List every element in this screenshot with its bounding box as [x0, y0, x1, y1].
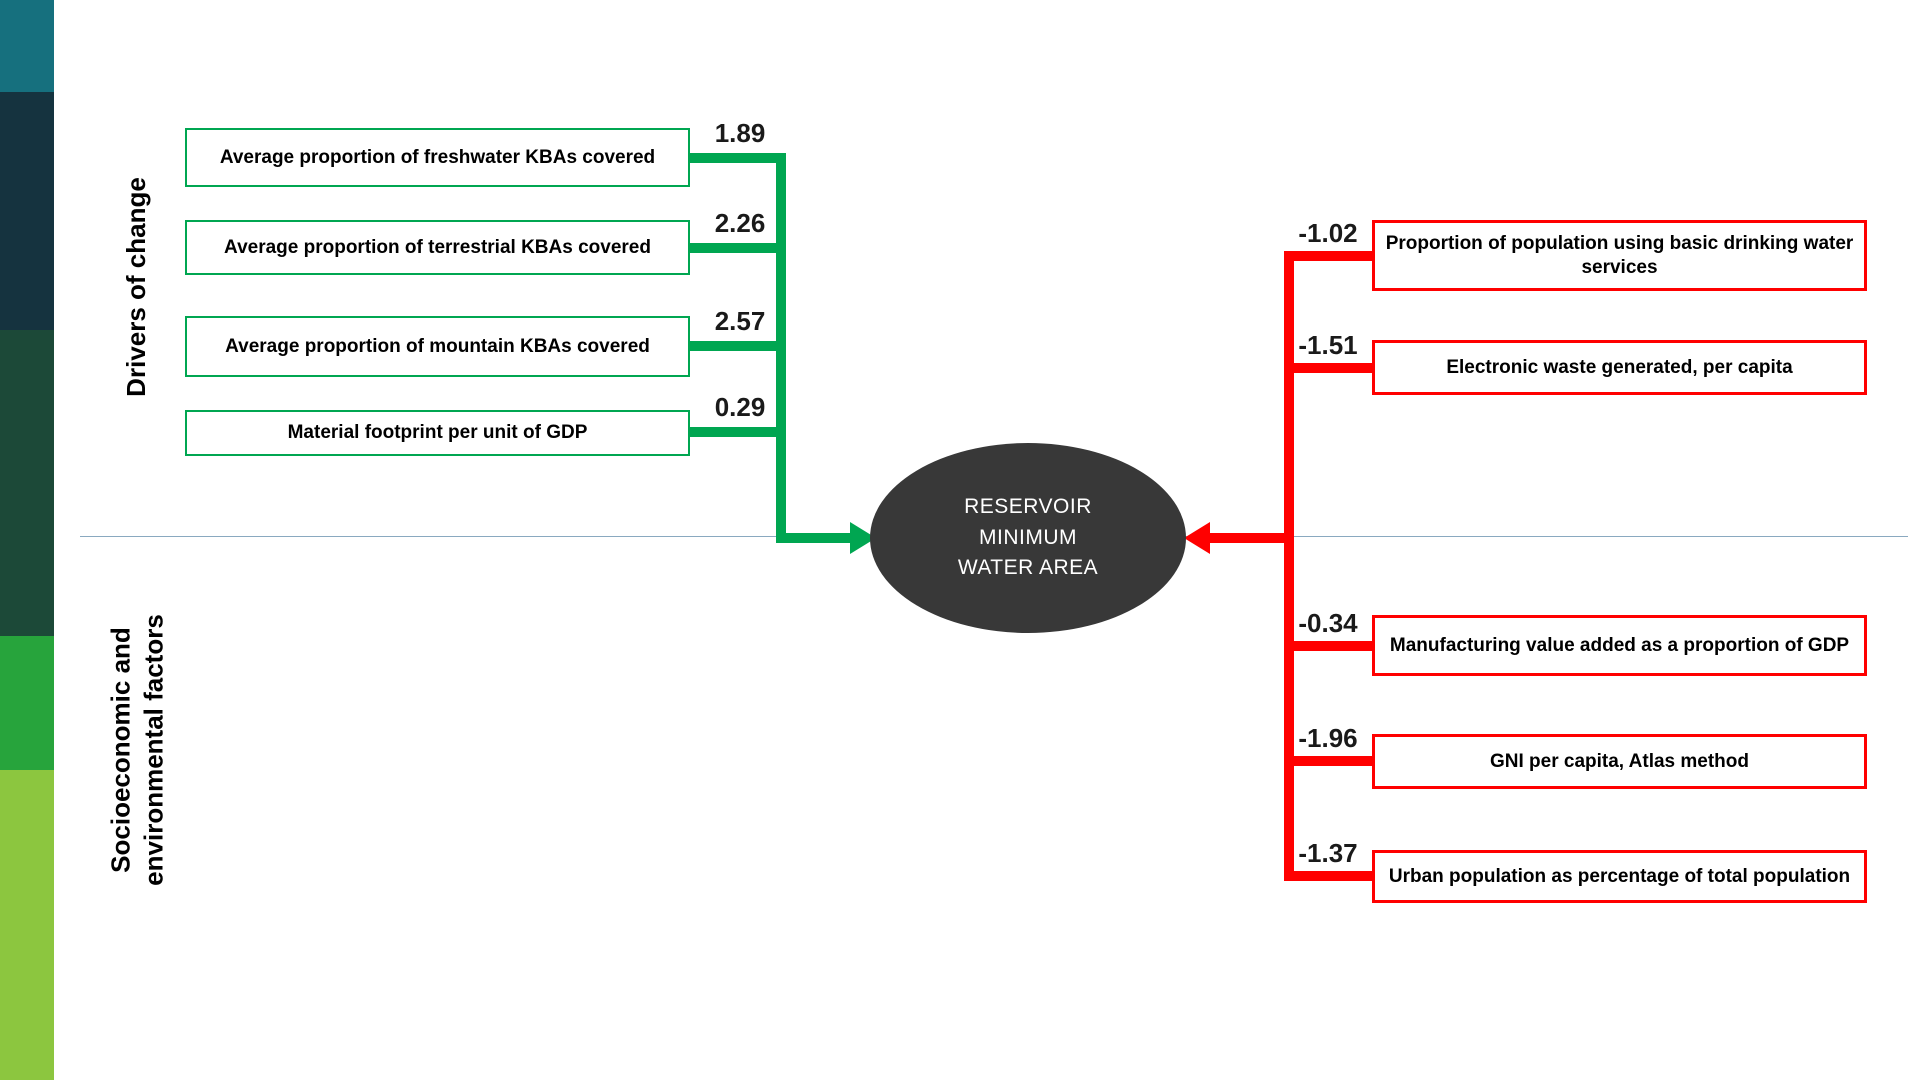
factor-box-basic-drinking-water: Proportion of population using basic dri… — [1372, 220, 1867, 291]
factor-box-manufacturing-value: Manufacturing value added as a proportio… — [1372, 615, 1867, 676]
factor-box-electronic-waste: Electronic waste generated, per capita — [1372, 340, 1867, 395]
factor-box-material-footprint: Material footprint per unit of GDP — [185, 410, 690, 456]
axis-label-socioeconomic-factors: Socioeconomic and environmental factors — [105, 568, 171, 933]
connector-material-footprint — [688, 427, 786, 437]
factor-box-gni-per-capita: GNI per capita, Atlas method — [1372, 734, 1867, 789]
coefficient-electronic-waste: -1.51 — [1298, 330, 1358, 360]
stripe-segment-teal — [0, 0, 54, 92]
coefficient-terrestrial-kbas: 2.26 — [714, 208, 766, 238]
connector-freshwater-kbas — [688, 153, 786, 163]
connector-terrestrial-kbas — [688, 243, 786, 253]
center-node-reservoir-minimum-water-area: RESERVOIR MINIMUM WATER AREA — [870, 443, 1186, 633]
axis-label-drivers-of-change: Drivers of change — [121, 177, 151, 397]
connector-gni-per-capita — [1294, 756, 1372, 766]
connector-urban-population — [1294, 871, 1372, 881]
coefficient-gni-per-capita: -1.96 — [1298, 723, 1358, 753]
coefficient-basic-drinking-water: -1.02 — [1298, 218, 1358, 248]
factor-box-terrestrial-kbas: Average proportion of terrestrial KBAs c… — [185, 220, 690, 275]
connector-electronic-waste — [1294, 363, 1372, 373]
green-arrow-shaft — [776, 533, 852, 543]
axis-label-socio-line2: environmental factors — [138, 614, 168, 886]
left-color-stripe — [0, 0, 54, 1080]
factor-box-freshwater-kbas: Average proportion of freshwater KBAs co… — [185, 128, 690, 187]
stripe-segment-dark-green — [0, 330, 54, 636]
stripe-segment-green — [0, 636, 54, 770]
red-arrowhead-icon — [1184, 522, 1210, 554]
connector-manufacturing-value — [1294, 641, 1372, 651]
coefficient-material-footprint: 0.29 — [714, 392, 766, 422]
connector-basic-drinking-water — [1294, 251, 1372, 261]
green-trunk-line — [776, 153, 786, 543]
stripe-segment-navy — [0, 92, 54, 330]
factor-box-mountain-kbas: Average proportion of mountain KBAs cove… — [185, 316, 690, 377]
coefficient-mountain-kbas: 2.57 — [714, 306, 766, 336]
center-node-line3: WATER AREA — [957, 556, 1099, 580]
coefficient-freshwater-kbas: 1.89 — [714, 118, 766, 148]
coefficient-manufacturing-value: -0.34 — [1298, 608, 1358, 638]
axis-label-socio-line1: Socioeconomic and — [105, 627, 136, 873]
red-arrow-shaft — [1208, 533, 1294, 543]
connector-mountain-kbas — [688, 341, 786, 351]
center-node-line2: MINIMUM — [979, 525, 1077, 549]
factor-box-urban-population: Urban population as percentage of total … — [1372, 850, 1867, 903]
stripe-segment-light-green — [0, 770, 54, 1080]
red-trunk-line — [1284, 251, 1294, 881]
coefficient-urban-population: -1.37 — [1298, 838, 1358, 868]
center-node-line1: RESERVOIR — [964, 495, 1092, 519]
